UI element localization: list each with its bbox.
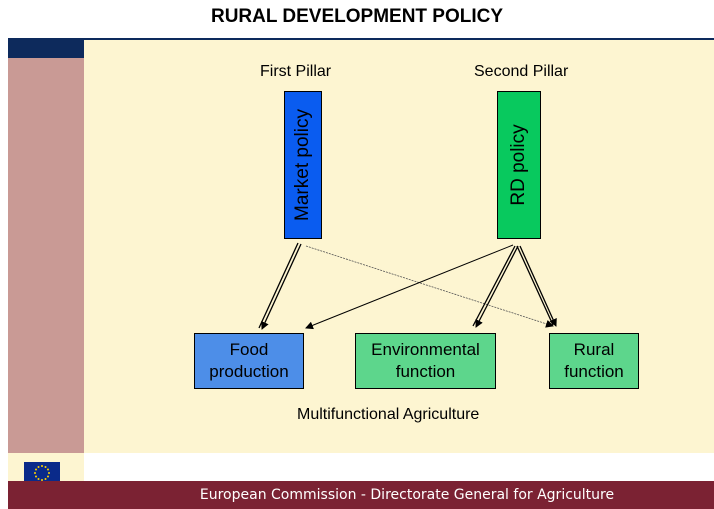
first-pillar-label: First Pillar — [260, 63, 332, 80]
environmental-function-text: Environmental function — [371, 340, 480, 381]
market-to-food-arrow — [258, 242, 302, 330]
footer-bar: European Commission - Directorate Genera… — [8, 481, 714, 509]
slide-title: RURAL DEVELOPMENT POLICY — [210, 6, 504, 27]
title-rule — [8, 38, 714, 40]
rd-to-food-arrow — [305, 244, 514, 330]
food-production-box: Food production — [194, 333, 304, 389]
rd-policy-box: RD policy — [497, 91, 541, 239]
eu-flag-icon — [24, 462, 60, 484]
rd-to-environmental-arrow — [472, 245, 519, 328]
market-policy-box: Market policy — [284, 91, 322, 239]
footer-text: European Commission - Directorate Genera… — [199, 487, 615, 503]
rd-to-rural-arrow — [516, 245, 557, 327]
rural-function-box: Rural function — [549, 333, 639, 389]
market-to-rural-arrow — [305, 245, 554, 328]
corner-block — [8, 40, 84, 58]
environmental-function-box: Environmental function — [355, 333, 496, 389]
second-pillar-label: Second Pillar — [474, 63, 569, 80]
multifunctional-agriculture-caption: Multifunctional Agriculture — [297, 406, 480, 423]
rural-function-text: Rural function — [564, 340, 624, 381]
food-production-text: Food production — [209, 340, 289, 381]
left-band — [8, 58, 84, 453]
